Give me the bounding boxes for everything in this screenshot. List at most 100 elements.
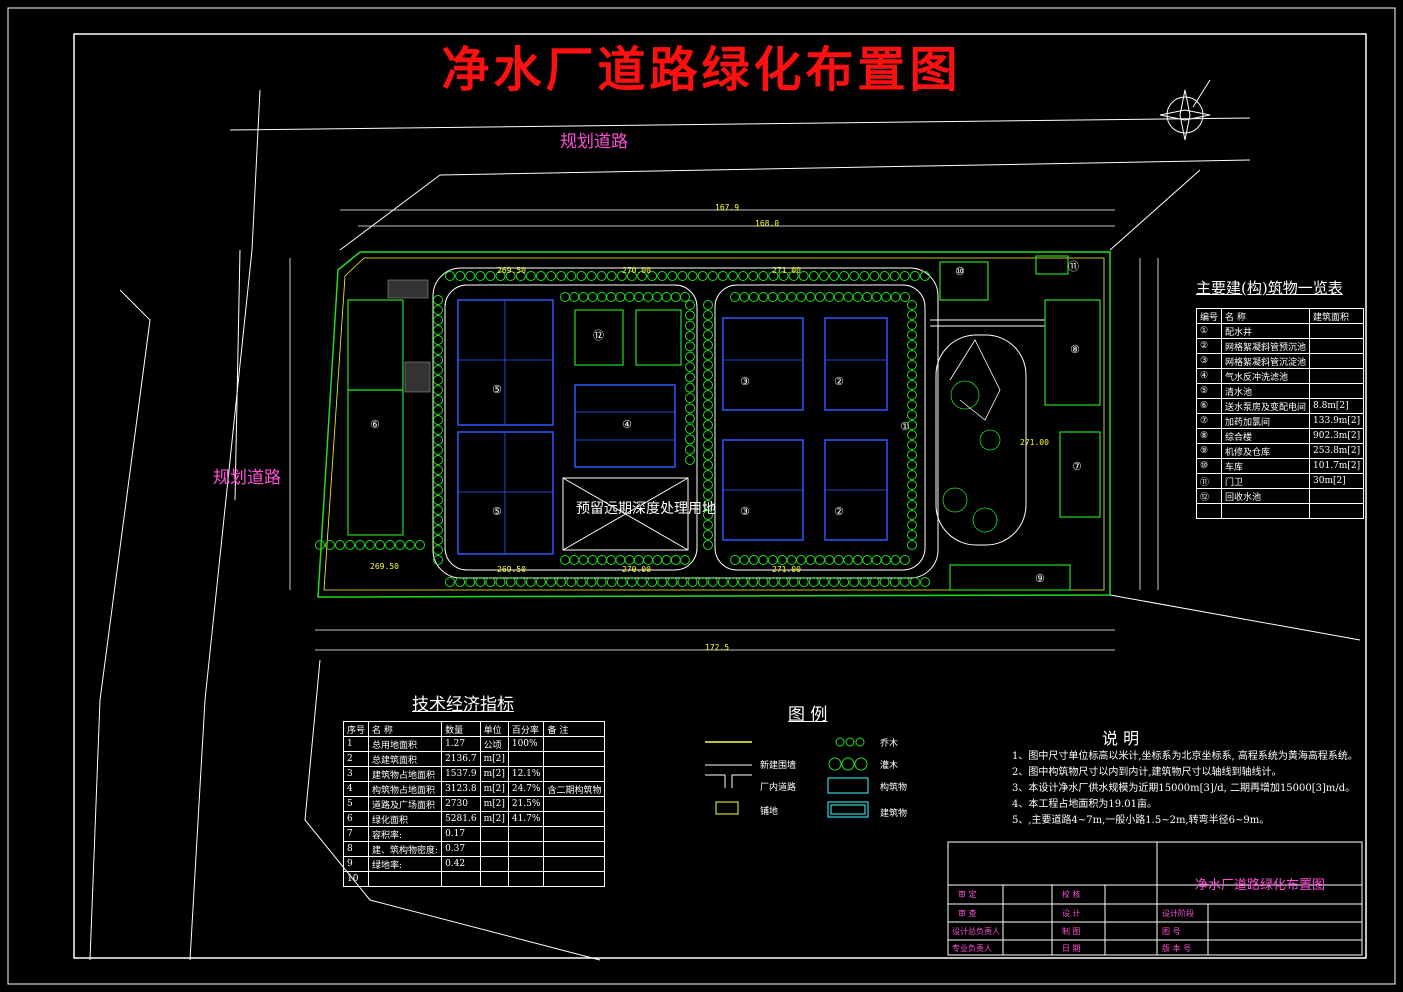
buildings-table-caption: 主要建(构)筑物一览表 <box>1196 279 1343 297</box>
table-cell <box>507 751 545 767</box>
tree-icon <box>680 555 690 565</box>
tree-icon <box>748 271 759 281</box>
tree-icon <box>777 292 788 302</box>
table-cell <box>479 856 509 872</box>
structure-number: ⑨ <box>1035 572 1045 585</box>
table-cell: 回收水池 <box>1221 488 1311 504</box>
table-cell: 网格絮凝斜管沉淀池 <box>1221 353 1311 369</box>
tree-icon <box>839 577 850 587</box>
legend-label: 新建围墙 <box>760 761 797 771</box>
tree-icon <box>703 460 713 470</box>
tree-icon <box>890 555 901 565</box>
tb-cell: 专业负责人 <box>952 944 992 953</box>
tree-icon <box>758 555 769 565</box>
tree-icon <box>703 300 713 310</box>
tree-icon <box>475 577 486 587</box>
tree-icon <box>643 292 654 302</box>
dim-bottom-total: 172.5 <box>705 643 730 652</box>
tree-icon <box>703 450 713 460</box>
tree-icon <box>907 450 917 460</box>
tree-icon <box>626 271 637 281</box>
table-cell: 建筑物占地面积 <box>368 766 443 782</box>
tree-icon <box>546 577 557 587</box>
top-road-label: 规划道路 <box>560 132 628 152</box>
table-cell: ① <box>1195 323 1223 339</box>
tree-icon <box>670 555 681 565</box>
tree-icon <box>907 470 917 480</box>
tree-icon <box>433 375 443 385</box>
structure-number: ⑩ <box>955 265 965 278</box>
tree-icon <box>798 577 809 587</box>
tree-icon <box>907 400 917 410</box>
tree-icon <box>685 413 695 424</box>
tree-icon <box>879 271 890 281</box>
legend-label: 铺地 <box>760 807 779 817</box>
structure-number: ⑦ <box>1072 460 1082 473</box>
tree-icon <box>703 350 713 360</box>
structure-number: ④ <box>622 418 632 431</box>
tree-icon <box>455 577 466 587</box>
tree-icon <box>586 577 597 587</box>
col-header: 序号 <box>342 721 370 737</box>
tree-icon <box>869 577 880 587</box>
legend-glyphs <box>705 737 869 818</box>
structure-number: ③ <box>740 505 750 518</box>
tree-icon <box>433 475 443 485</box>
north-arrow-icon <box>1159 79 1211 141</box>
tree-icon <box>697 577 708 587</box>
table-cell: 1537.9 <box>441 766 481 782</box>
tree-icon <box>680 292 690 302</box>
tree-icon <box>748 555 759 565</box>
tree-icon <box>685 455 695 465</box>
table-cell: ⑨ <box>1195 443 1223 459</box>
table-cell <box>1309 353 1365 369</box>
table-cell: ⑫ <box>1195 488 1223 504</box>
tree-icon <box>685 424 695 434</box>
tree-icon <box>637 577 648 587</box>
tree-icon <box>907 480 917 490</box>
table-cell: 1.27 <box>441 736 481 752</box>
tree-icon <box>569 555 580 565</box>
tree-icon <box>824 555 835 565</box>
tree-icon <box>881 555 892 565</box>
table-cell: m[2] <box>479 796 509 812</box>
tree-icon <box>643 555 654 565</box>
table-cell: 含二期构筑物 <box>543 781 606 797</box>
tree-icon <box>829 271 840 281</box>
tree-icon <box>869 271 880 281</box>
tree-icon <box>862 292 873 302</box>
table-cell: 建、筑构物密度: <box>368 841 443 857</box>
tree-icon <box>703 340 713 350</box>
table-cell <box>543 841 606 857</box>
table-cell: 4 <box>342 781 370 797</box>
table-cell: ⑥ <box>1195 398 1223 414</box>
table-cell: 41.7% <box>507 811 545 827</box>
tree-icon <box>661 555 672 565</box>
structure-number: ⑥ <box>370 418 380 431</box>
tree-icon <box>433 345 443 355</box>
tree-icon <box>596 292 607 302</box>
tree-icon <box>788 271 799 281</box>
tree-icon <box>805 555 816 565</box>
tree-icon <box>505 271 516 281</box>
col-header: 单位 <box>479 721 509 737</box>
table-cell <box>479 826 509 842</box>
tree-icon <box>909 577 920 587</box>
table-cell: m[2] <box>479 751 509 767</box>
col-header: 建筑面积 <box>1309 308 1365 324</box>
tree-icon <box>907 390 917 400</box>
tree-icon <box>495 577 506 587</box>
table-cell: 30m[2] <box>1309 473 1365 489</box>
structure-number: ⑤ <box>492 383 502 396</box>
tree-icon <box>815 555 825 565</box>
note-line: 4、本工程占地面积为19.01亩。 <box>1012 799 1157 810</box>
tree-icon <box>647 577 658 587</box>
table-cell <box>507 841 545 857</box>
